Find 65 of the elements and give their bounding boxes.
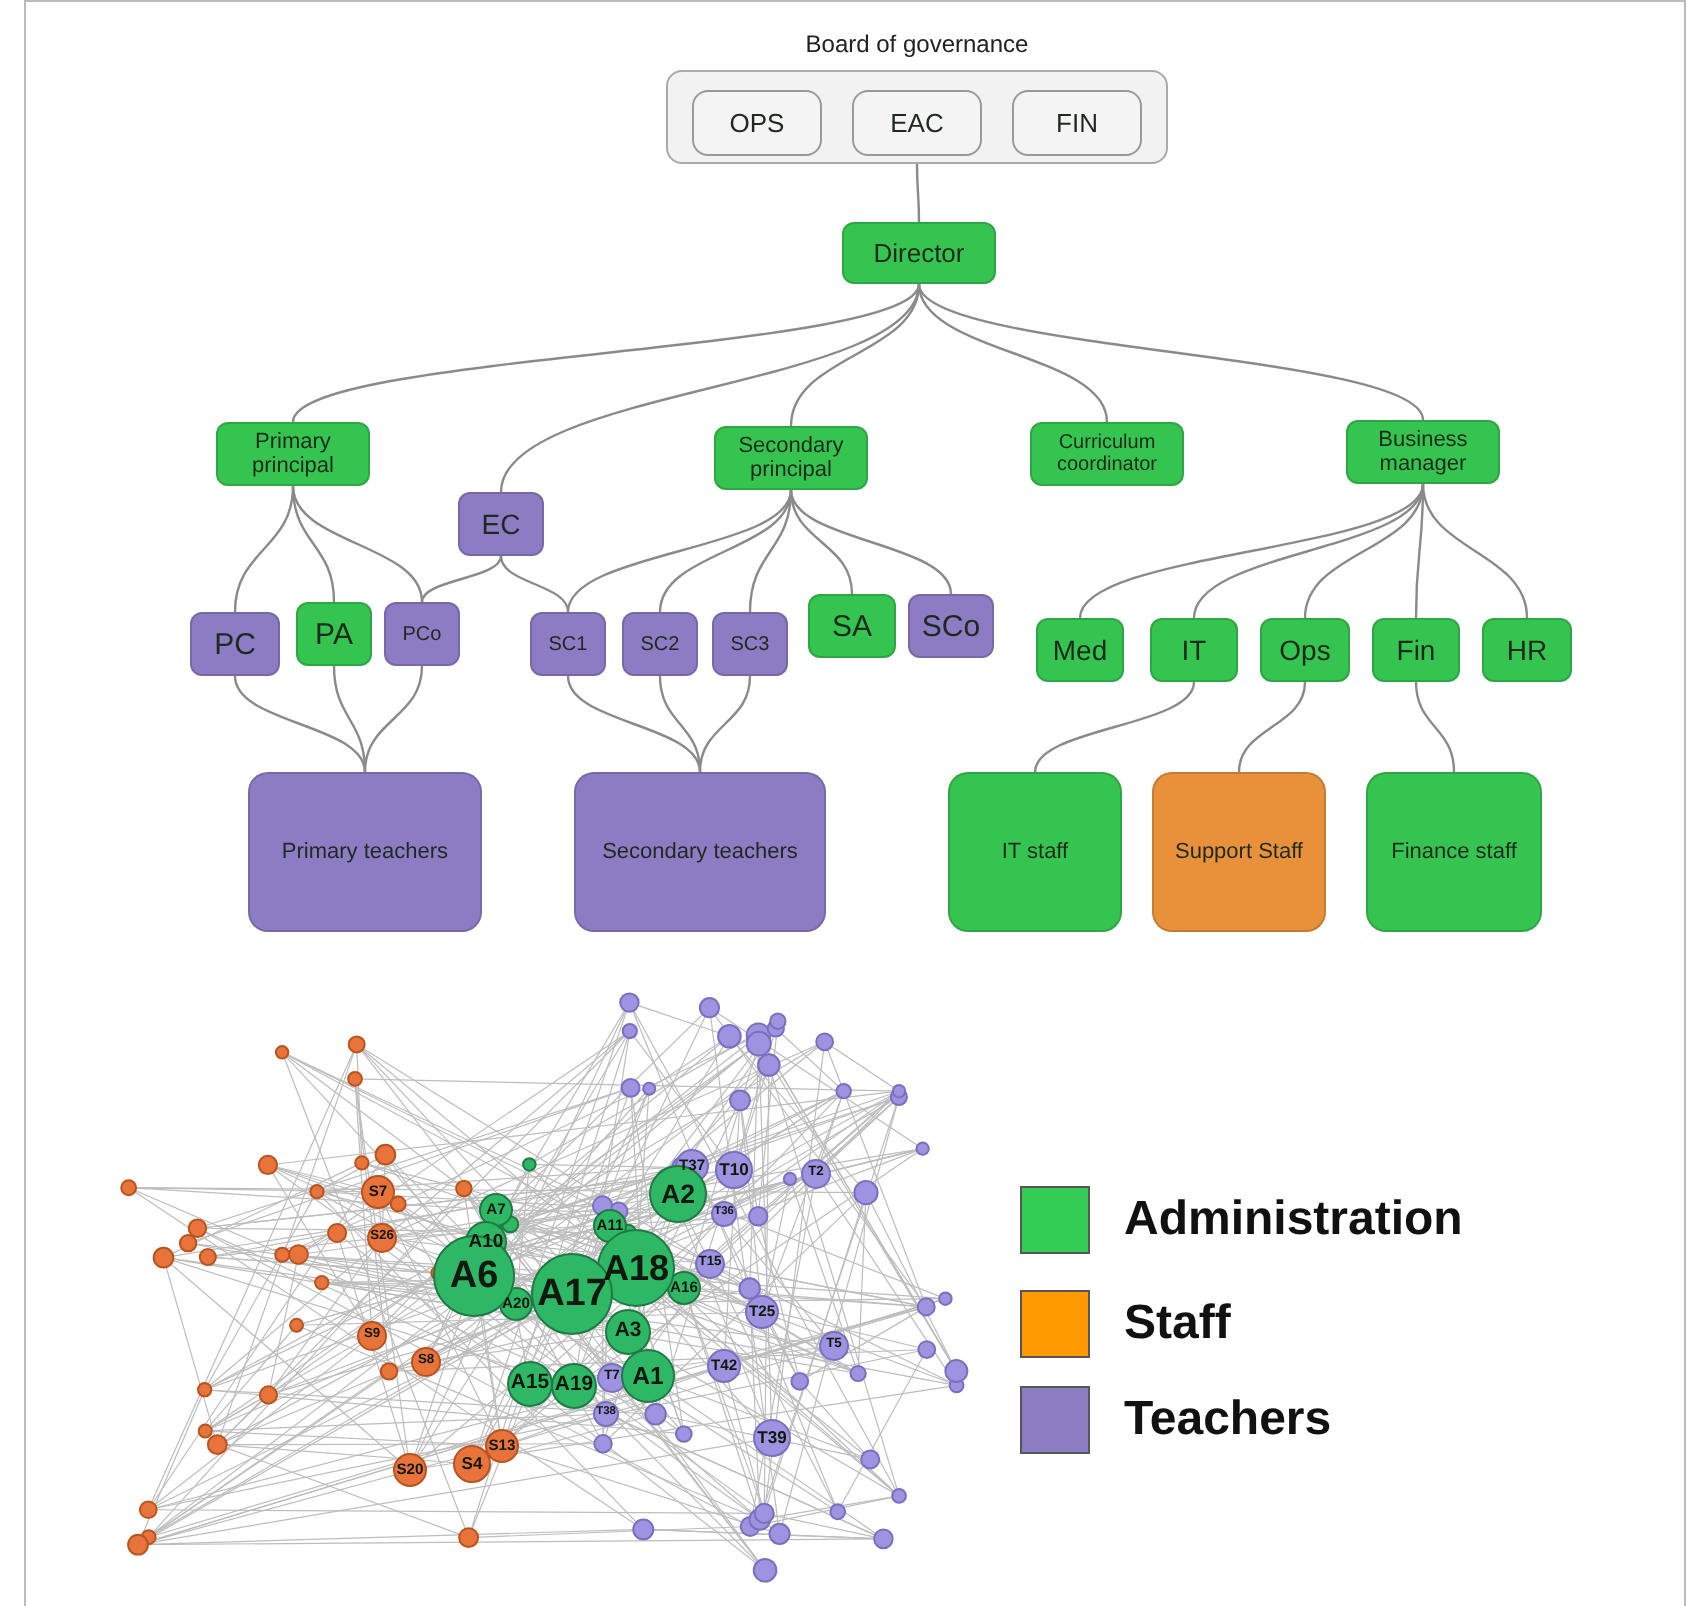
- network-node-label: A3: [614, 1321, 642, 1343]
- role-box: Med: [1036, 618, 1124, 682]
- network-node-label: S4: [461, 1455, 483, 1473]
- network-node-label: A6: [449, 1257, 499, 1295]
- staff-group-box: Finance staff: [1366, 772, 1542, 932]
- legend-label: Teachers: [1124, 1396, 1332, 1444]
- network-node-label: A1: [632, 1363, 664, 1389]
- group-heading: Board of governance: [803, 30, 1031, 58]
- role-box: Director: [842, 222, 996, 284]
- role-box: HR: [1482, 618, 1572, 682]
- connector-line: [918, 283, 1424, 421]
- legend-label: Administration: [1124, 1196, 1463, 1244]
- network-node-label: A17: [537, 1275, 607, 1313]
- role-box: PCo: [384, 602, 460, 666]
- connector-line: [291, 485, 424, 603]
- network-node-label: A2: [661, 1180, 695, 1208]
- role-box: Primary principal: [216, 422, 370, 486]
- connector-line: [420, 555, 503, 603]
- connector-line: [917, 283, 1109, 423]
- staff-group-box: IT staff: [948, 772, 1122, 932]
- staff-group-box: Support Staff: [1152, 772, 1326, 932]
- connector-line: [292, 283, 920, 423]
- connector-line: [1421, 483, 1529, 619]
- role-box: OPS: [692, 90, 822, 156]
- connector-line: [499, 283, 921, 493]
- network-node-label: T39: [757, 1429, 787, 1447]
- role-box: SCo: [908, 594, 994, 658]
- connector-line: [658, 489, 793, 613]
- role-box: Business manager: [1346, 420, 1500, 484]
- legend-label: Staff: [1124, 1300, 1231, 1348]
- role-box: SC2: [622, 612, 698, 676]
- connector-line: [233, 675, 367, 773]
- role-box: IT: [1150, 618, 1238, 682]
- connector-line: [1237, 681, 1307, 773]
- network-node-label: A18: [602, 1249, 670, 1287]
- network-node-label: A10: [468, 1232, 504, 1252]
- role-box: PC: [190, 612, 280, 676]
- connector-line: [789, 283, 921, 427]
- role-box: FIN: [1012, 90, 1142, 156]
- connector-line: [1192, 483, 1425, 619]
- network-node-label: A15: [510, 1373, 550, 1395]
- connector-line: [915, 164, 921, 222]
- staff-group-box: Secondary teachers: [574, 772, 826, 932]
- connector-line: [1414, 681, 1456, 773]
- role-box: SC3: [712, 612, 788, 676]
- connector-line: [1033, 681, 1196, 773]
- role-box: SA: [808, 594, 896, 658]
- role-box: PA: [296, 602, 372, 666]
- connector-line: [363, 665, 424, 773]
- connector-line: [499, 555, 570, 613]
- role-box: EAC: [852, 90, 982, 156]
- network-node-label: T10: [719, 1161, 749, 1179]
- role-box: Fin: [1372, 618, 1460, 682]
- role-box: SC1: [530, 612, 606, 676]
- role-box: Secondary principal: [714, 426, 868, 490]
- connector-line: [698, 675, 752, 773]
- connector-line: [566, 489, 793, 613]
- staff-group-box: Primary teachers: [248, 772, 482, 932]
- network-node-label: A19: [554, 1375, 594, 1397]
- connector-line: [1303, 483, 1425, 619]
- connector-line: [566, 675, 702, 773]
- role-box: Curriculum coordinator: [1030, 422, 1184, 486]
- role-box: Ops: [1260, 618, 1350, 682]
- connector-line: [789, 489, 953, 595]
- role-box: EC: [458, 492, 544, 556]
